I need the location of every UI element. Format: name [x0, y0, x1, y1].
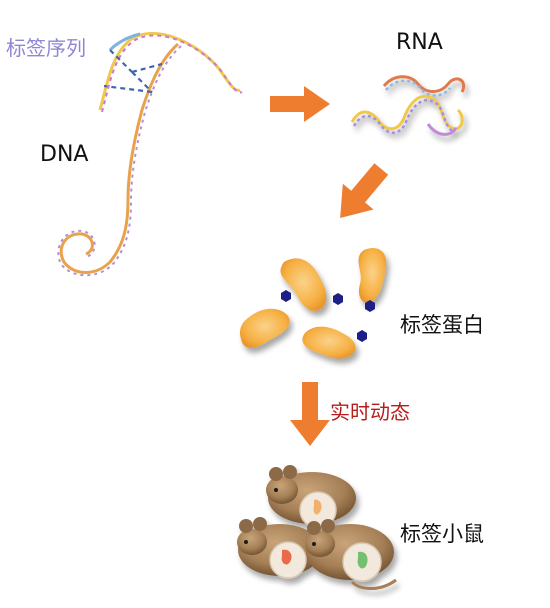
arrow-down-icon: [290, 382, 330, 446]
tagged-protein-label: 标签蛋白: [400, 313, 484, 337]
dna-helix-icon: [57, 31, 243, 277]
rna-label: RNA: [396, 30, 443, 55]
protein-tag-marker: [281, 290, 375, 342]
dna-label: DNA: [40, 142, 89, 167]
realtime-dynamics-label: 实时动态: [330, 400, 410, 424]
arrow-right-icon: [270, 86, 330, 122]
tagged-mice-label: 标签小鼠: [400, 522, 484, 546]
arrow-down-left-icon: [340, 163, 389, 219]
mouse-icon: [237, 465, 397, 590]
rna-helix-icon: [350, 75, 465, 136]
tag-sequence-marker: [103, 49, 163, 94]
protein-blob-icon: [240, 247, 387, 359]
tag-sequence-label: 标签序列: [6, 36, 86, 60]
